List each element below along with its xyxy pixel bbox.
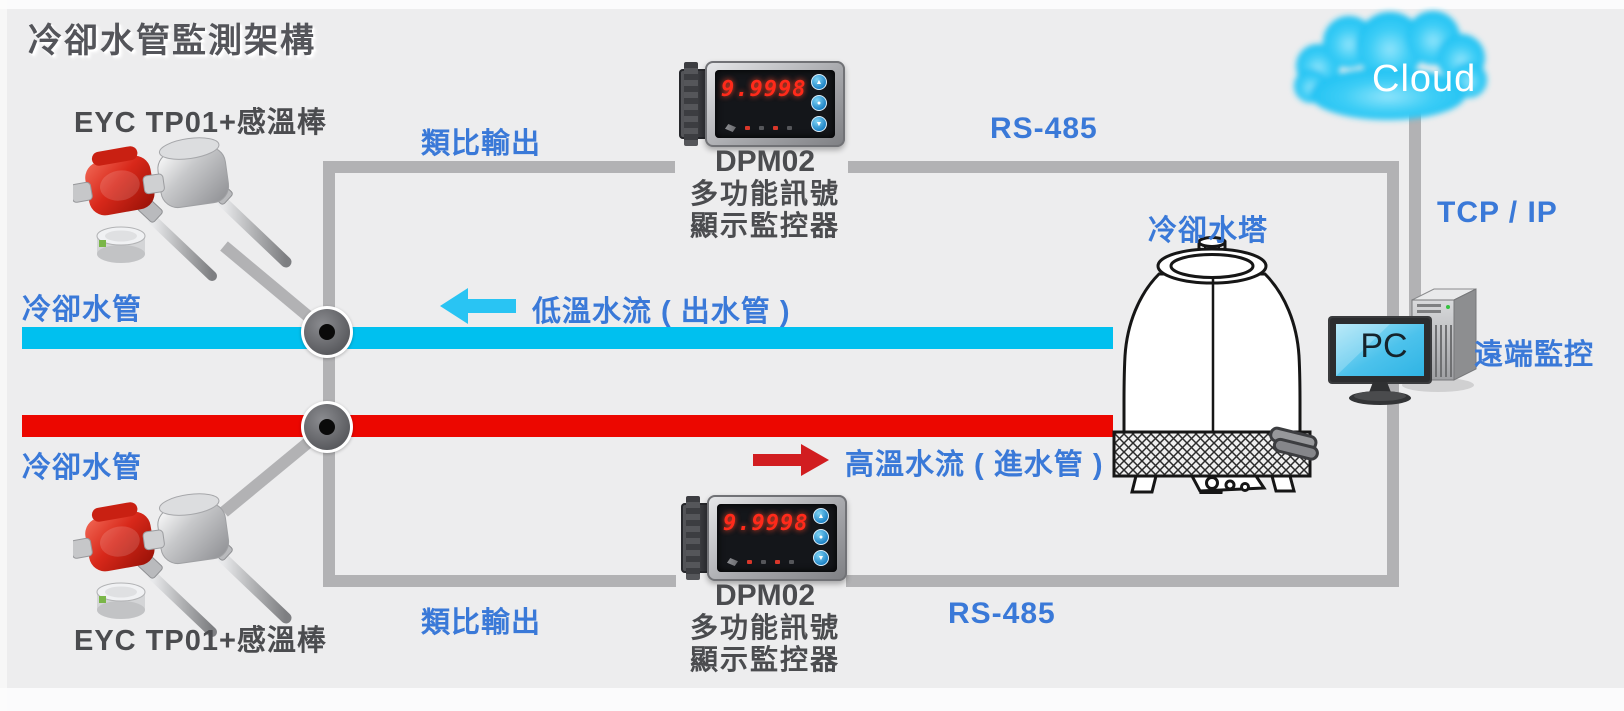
set-button: ● <box>811 95 827 111</box>
bottom-edge-strip <box>0 688 1624 711</box>
cloud-image <box>1294 11 1487 120</box>
pc-screen-label: PC <box>1360 327 1408 365</box>
seven-segment-display: 9.9998 <box>723 511 809 536</box>
analog-output-label-bottom: 類比輸出 <box>421 607 542 639</box>
left-edge-strip <box>0 0 7 711</box>
dpm02-meter-top: 9.9998 ▲ ● ▼ <box>677 61 847 147</box>
hot-flow-arrow-icon <box>753 444 829 476</box>
cold-water-pipe <box>22 327 1113 349</box>
top-edge-strip <box>0 0 1624 9</box>
status-leds <box>725 124 792 132</box>
line-rs485-bottom <box>846 375 1399 587</box>
rs485-label-bottom: RS-485 <box>948 597 1056 630</box>
monitor <box>1328 316 1432 405</box>
dpm02-meter-bottom: 9.9998 ▲ ● ▼ <box>679 495 849 581</box>
brand-logo-icon <box>727 558 738 566</box>
seven-segment-display: 9.9998 <box>721 77 807 102</box>
up-button: ▲ <box>811 74 827 90</box>
sensor-label-top: EYC TP01+感溫棒 <box>74 107 327 139</box>
cold-flow-arrow-icon <box>440 288 516 324</box>
dpm02-caption-top: DPM02 多功能訊號 顯示監控器 <box>655 146 875 242</box>
temperature-sensor-image-top <box>73 136 333 294</box>
tcpip-label: TCP / IP <box>1437 196 1558 229</box>
junction-dot <box>319 324 335 340</box>
analog-output-label-top: 類比輸出 <box>421 128 542 160</box>
pc-workstation-image <box>1328 288 1477 405</box>
line-rs485-top <box>848 161 1399 335</box>
cold-flow-label: 低溫水流 ( 出水管 ) <box>532 296 791 328</box>
up-button: ▲ <box>813 508 829 524</box>
cold-pipe-label: 冷卻水管 <box>22 294 143 326</box>
remote-monitoring-label: 遠端監控 <box>1474 339 1595 371</box>
set-button: ● <box>813 529 829 545</box>
sensor-junction-node-hot <box>301 401 353 453</box>
cloud-label: Cloud <box>1372 58 1477 100</box>
dpm02-desc2: 顯示監控器 <box>689 210 840 241</box>
hot-flow-label: 高溫水流 ( 進水管 ) <box>845 449 1104 481</box>
status-leds <box>727 558 794 566</box>
rs485-label-top: RS-485 <box>990 112 1098 145</box>
dpm02-model: DPM02 <box>714 579 816 612</box>
dpm02-desc1: 多功能訊號 <box>689 178 840 209</box>
cooling-tower-label: 冷卻水塔 <box>1148 215 1269 247</box>
junction-dot <box>319 419 335 435</box>
dpm02-model: DPM02 <box>714 145 816 178</box>
dpm02-desc2: 顯示監控器 <box>689 644 840 675</box>
hot-water-pipe <box>22 415 1113 437</box>
hot-pipe-label: 冷卻水管 <box>22 452 143 484</box>
brand-logo-icon <box>725 124 736 132</box>
dpm02-caption-bottom: DPM02 多功能訊號 顯示監控器 <box>655 580 875 676</box>
down-button: ▼ <box>811 116 827 132</box>
down-button: ▼ <box>813 550 829 566</box>
sensor-junction-node-cold <box>301 306 353 358</box>
sensor-label-bottom: EYC TP01+感溫棒 <box>74 625 327 657</box>
diagram-title: 冷卻水管監測架構 <box>28 22 316 60</box>
dpm02-desc1: 多功能訊號 <box>689 612 840 643</box>
cooling-tower-image <box>1112 236 1319 494</box>
